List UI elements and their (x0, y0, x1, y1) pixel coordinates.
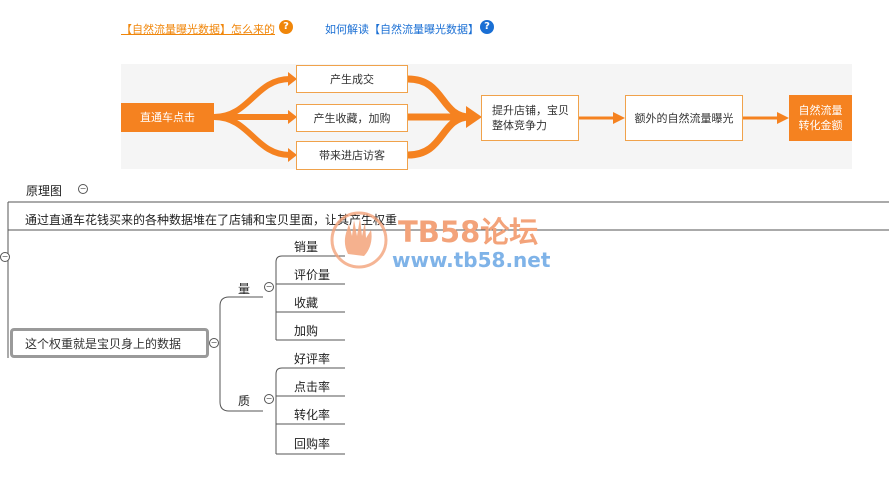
flow-branch-box: 产生收藏，加购 (296, 104, 408, 132)
flow-merge-line1: 提升店铺，宝贝 (492, 104, 569, 117)
mindmap-quality-node[interactable]: 质 (238, 394, 251, 408)
collapse-icon[interactable]: − (78, 184, 88, 194)
flow-arrowhead (288, 148, 297, 162)
flow-arrow (213, 76, 291, 120)
flow-arrowhead (288, 72, 297, 86)
collapse-icon[interactable]: − (264, 394, 274, 404)
flow-result-line1: 自然流量 (798, 104, 843, 117)
mindmap-title: 原理图 (26, 184, 63, 198)
tree-line (219, 296, 263, 343)
collapse-icon[interactable]: − (264, 282, 274, 292)
tree-line (275, 255, 345, 288)
tree-line (275, 367, 345, 404)
flow-arrow (407, 75, 471, 121)
mindmap-main-node[interactable]: 这个权重就是宝贝身上的数据 (10, 328, 209, 358)
help-icon[interactable]: ? (480, 20, 494, 34)
collapse-icon[interactable]: − (0, 252, 10, 262)
exposure-data-origin-link[interactable]: 【自然流量曝光数据】怎么来的 (121, 23, 275, 36)
mindmap-leaf-click-rate[interactable]: 点击率 (294, 380, 331, 394)
watermark-hand-logo (330, 211, 388, 269)
flow-arrowhead (288, 110, 297, 124)
flow-branch-box: 产生成交 (296, 65, 408, 93)
watermark-url: www.tb58.net (392, 248, 551, 272)
flow-arrow (407, 113, 471, 159)
mindmap-leaf-conversion-rate[interactable]: 转化率 (294, 408, 331, 422)
mindmap-leaf-sales[interactable]: 销量 (294, 240, 319, 254)
flow-merge-box: 提升店铺，宝贝 整体竞争力 (481, 95, 579, 141)
tree-line (219, 343, 263, 412)
watermark-title: TB58论坛 (398, 215, 539, 249)
flow-arrowhead (466, 106, 482, 128)
exposure-data-interpret-link[interactable]: 如何解读【自然流量曝光数据】 (325, 23, 479, 36)
mindmap-leaf-repurchase-rate[interactable]: 回购率 (294, 437, 331, 451)
mindmap-quantity-node[interactable]: 量 (238, 282, 251, 296)
flow-arrowhead (777, 112, 789, 124)
flow-result-line2: 转化金额 (798, 119, 843, 132)
mindmap-root-node[interactable]: 通过直通车花钱买来的各种数据堆在了店铺和宝贝里面，让其产生权重 (25, 213, 398, 227)
flow-arrowhead (613, 112, 625, 124)
flow-branch-box: 带来进店访客 (296, 141, 408, 170)
flow-result-box: 自然流量 转化金额 (789, 95, 852, 141)
flow-start-box: 直通车点击 (121, 103, 214, 132)
flow-merge-line2: 整体竞争力 (492, 119, 547, 132)
mindmap-leaf-favorites[interactable]: 收藏 (294, 296, 319, 310)
mindmap-leaf-positive-rate[interactable]: 好评率 (294, 352, 331, 366)
flow-arrow (213, 114, 291, 158)
mindmap-leaf-add-cart[interactable]: 加购 (294, 324, 319, 338)
mindmap-leaf-reviews[interactable]: 评价量 (294, 268, 331, 282)
collapse-icon[interactable]: − (209, 338, 219, 348)
help-icon[interactable]: ? (279, 20, 293, 34)
flow-exposure-box: 额外的自然流量曝光 (625, 95, 743, 141)
